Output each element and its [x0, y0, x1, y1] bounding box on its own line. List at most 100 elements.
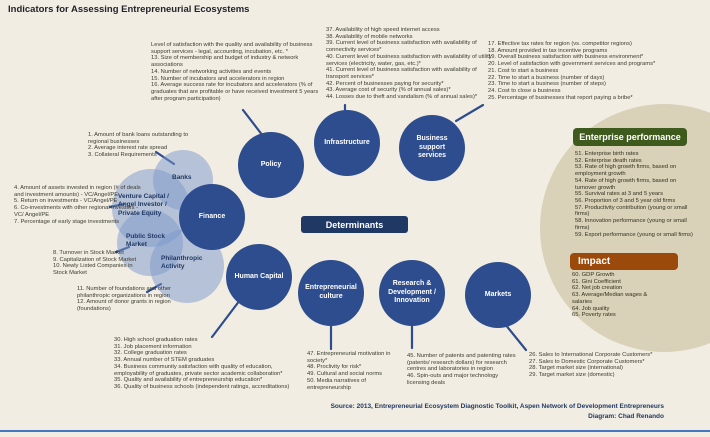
indicator-block-4-7: 4. Amount of assets invested in region (… — [14, 185, 142, 225]
circle-markets: Markets — [465, 262, 531, 328]
list-item: 52. Enterprise death rates — [575, 157, 642, 164]
indicator-block-17-25: 17. Effective tax rates for region (vs. … — [488, 41, 678, 101]
list-item: 18. Amount provided in tax incentive pro… — [488, 47, 608, 54]
enterprise-performance-header: Enterprise performance — [573, 128, 687, 146]
list-item: 5. Return on investments - VC/Angel/PE — [14, 198, 118, 205]
list-item: 32. College graduation rates — [114, 350, 187, 357]
circle-human-capital: Human Capital — [226, 244, 292, 310]
list-item: Angel Investor / — [118, 201, 167, 209]
list-item: 43. Average cost of security (% of annua… — [326, 87, 451, 94]
circle-infrastructure: Infrastructure — [314, 110, 380, 176]
list-item: 44. Losses due to theft and vandalism (%… — [326, 94, 478, 101]
list-item: 45. Number of patents and patenting rate… — [407, 353, 516, 373]
list-item: 2. Average interest rate spread — [88, 145, 168, 152]
list-item: 49. Cultural and social norms — [307, 371, 383, 378]
list-item: 17. Effective tax rates for region (vs. … — [488, 41, 632, 47]
list-item: 50. Media narratives of entrepreneurship — [307, 377, 366, 391]
diagram-credit-line: Diagram: Chad Renando — [588, 413, 664, 421]
list-item: 33. Annual number of STEM graduates — [114, 357, 215, 364]
circle-policy: Policy — [238, 132, 304, 198]
list-item: 53. Rate of high growth firms, based on … — [575, 164, 677, 178]
list-item: 47. Entrepreneurial motivation in societ… — [307, 351, 391, 364]
list-item: 35. Quality and availability of entrepre… — [114, 377, 263, 384]
circle-entrepreneurial-culture-label: Entrepreneurial culture — [305, 284, 357, 300]
impact-header: Impact — [570, 253, 678, 270]
list-item: 27. Sales to Domestic Corporate Customer… — [529, 358, 645, 365]
list-item: 65. Poverty rates — [572, 312, 616, 319]
circle-infrastructure-label: Infrastructure — [324, 138, 370, 146]
list-item: 22. Time to start a business (number of … — [488, 74, 605, 81]
list-item: 39. Current level of business satisfacti… — [326, 40, 477, 54]
list-item: 38. Availability of mobile networks — [326, 33, 413, 40]
circle-rd-innovation: Research & Development / Innovation — [379, 260, 445, 326]
list-item: 36. Quality of business schools (indepen… — [114, 384, 290, 391]
list-item: Venture Capital / — [118, 193, 169, 200]
list-item: 30. High school graduation rates — [114, 337, 198, 343]
circle-entrepreneurial-culture: Entrepreneurial culture — [298, 260, 364, 326]
list-item: 31. Job placement information — [114, 343, 192, 350]
indicator-block-37-44: 37. Availability of high speed internet … — [326, 27, 494, 101]
list-item: 15. Number of incubators and accelerator… — [151, 75, 285, 82]
indicator-block-45-46: 45. Number of patents and patenting rate… — [407, 353, 517, 387]
list-item: 25. Percentage of businesses that report… — [488, 94, 633, 101]
list-item: 1. Amount of bank loans outstanding to r… — [88, 132, 189, 145]
list-item: 34. Business community satisfaction with… — [114, 363, 283, 377]
list-item: 6. Co-investments with other regional in… — [14, 205, 139, 218]
list-item: 24. Cost to close a business — [488, 88, 561, 95]
list-item: 21. Cost to start a business — [488, 67, 559, 74]
list-item: 29. Target market size (domestic) — [529, 372, 615, 379]
list-item: 55. Survival rates at 3 and 5 years — [575, 191, 663, 198]
circle-banks-label: Banks — [172, 174, 192, 181]
list-item: 9. Capitalization of Stock Market — [53, 256, 137, 263]
list-item: 57. Productivity contribution (young or … — [575, 204, 688, 218]
connector-line-human-capital — [210, 298, 242, 339]
list-item: 54. Rate of high growth firms, based on … — [575, 177, 677, 191]
list-item: 60. GDP Growth — [572, 272, 615, 278]
list-item: 14. Number of networking activities and … — [151, 68, 272, 75]
list-item: Private Equity — [118, 209, 162, 217]
list-item: 11. Number of foundations and other phil… — [77, 286, 171, 299]
list-item: 48. Proclivity for risk* — [307, 364, 362, 371]
circle-rd-innovation-label: Research & Development / Innovation — [388, 279, 436, 305]
connector-line-policy — [241, 108, 265, 138]
list-item: 41. Current level of business satisfacti… — [326, 67, 477, 81]
list-item: 23. Time to start a business (number of … — [488, 81, 606, 88]
list-item: 37. Availability of high speed internet … — [326, 27, 440, 33]
list-item: Level of satisfaction with the quality a… — [151, 42, 313, 55]
list-item: 7. Percentage of early stage investments — [14, 218, 120, 225]
list-item: 62. Net job creation — [572, 285, 623, 292]
indicator-block-47-50: 47. Entrepreneurial motivation in societ… — [307, 351, 407, 391]
list-item: Market — [126, 241, 147, 249]
list-item: 63. Average/Median wages & salaries — [572, 292, 648, 305]
list-item: 19. Overall business satisfaction with b… — [488, 54, 644, 61]
circle-human-capital-label: Human Capital — [234, 272, 284, 280]
source-credit: Source: 2013, Entrepreneurial Ecosystem … — [331, 402, 664, 423]
list-item: 58. Innovation performance (young or sma… — [575, 218, 687, 231]
page-title: Indicators for Assessing Entrepreneurial… — [8, 4, 250, 15]
list-item: 16. Average success rate for incubators … — [151, 82, 319, 102]
connector-line-business-support — [454, 103, 485, 123]
determinants-box: Determinants — [301, 216, 408, 233]
circle-finance: Finance — [179, 184, 245, 250]
circle-venture-capital-label: Venture Capital /Angel Investor /Private… — [118, 193, 184, 218]
list-item: 28. Target market size (international) — [529, 365, 623, 372]
indicator-block-11-12: 11. Number of foundations and other phil… — [77, 286, 189, 313]
circle-policy-label: Policy — [260, 160, 282, 168]
connector-line-markets — [503, 322, 528, 352]
circle-markets-label: Markets — [484, 290, 512, 298]
list-item: 20. Level of satisfaction with governmen… — [488, 61, 656, 68]
list-item: 59. Export performance (young or small f… — [575, 231, 693, 238]
list-item: 3. Collateral Requirements — [88, 152, 157, 159]
circle-business-support-services-label: Business support services — [416, 134, 448, 160]
list-item: 8. Turnover in Stock Market — [53, 250, 124, 256]
list-item: 10. Newly Listed Companies in Stock Mark… — [53, 263, 133, 277]
list-item: 12. Amount of donor grants in region (fo… — [77, 299, 171, 313]
list-item: 56. Proportion of 3 and 5 year old firms — [575, 198, 676, 205]
list-item: Public Stock — [126, 233, 166, 240]
